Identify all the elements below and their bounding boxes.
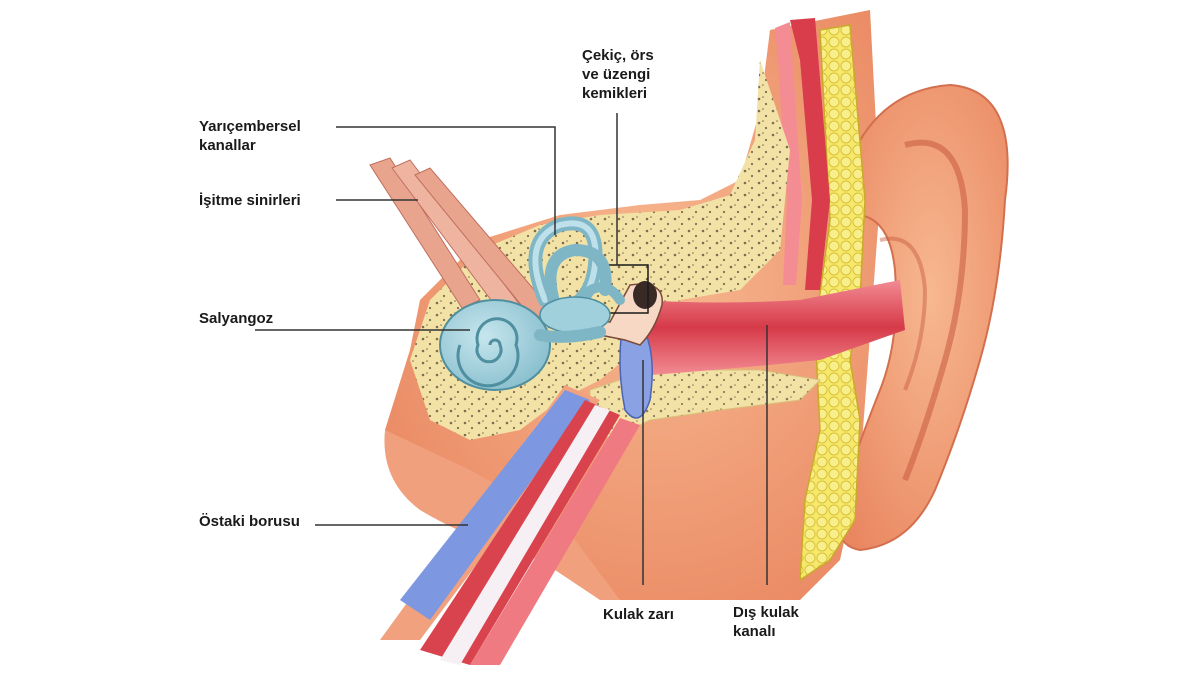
semicircular-canal-1-highlight xyxy=(532,220,599,303)
label-auditory-nerves: İşitme sinirleri xyxy=(199,192,301,209)
label-eustachian-tube: Östaki borusu xyxy=(199,513,300,530)
ossicle-dark-cavity xyxy=(633,281,657,309)
cochlea-shape xyxy=(439,299,551,391)
label-semicircular-canals: Yarıçembersel kanallar xyxy=(199,118,301,154)
eustachian-tube-blue xyxy=(400,390,590,620)
ear-canal-shape xyxy=(640,280,905,375)
leader-semicircular-canals xyxy=(336,126,556,235)
cochlea-to-vestibule xyxy=(534,326,606,343)
eustachian-tube-pink xyxy=(470,418,640,665)
pinna-inner-fold-2 xyxy=(879,236,928,391)
leader-lines xyxy=(255,113,768,585)
label-ossicles: Çekiç, örs ve üzengi kemikleri xyxy=(582,47,654,102)
pinna-inner-fold xyxy=(902,139,969,482)
eustachian-tube-white xyxy=(440,405,610,665)
vertical-red-band xyxy=(790,18,830,290)
semicircular-canal-2 xyxy=(544,243,612,311)
cochlea-spiral xyxy=(456,317,520,388)
label-cochlea: Salyangoz xyxy=(199,310,274,327)
auditory-nerve-1 xyxy=(369,157,481,309)
label-eardrum: Kulak zarı xyxy=(603,606,674,623)
label-ear-canal: Dış kulak kanalı xyxy=(733,604,799,640)
